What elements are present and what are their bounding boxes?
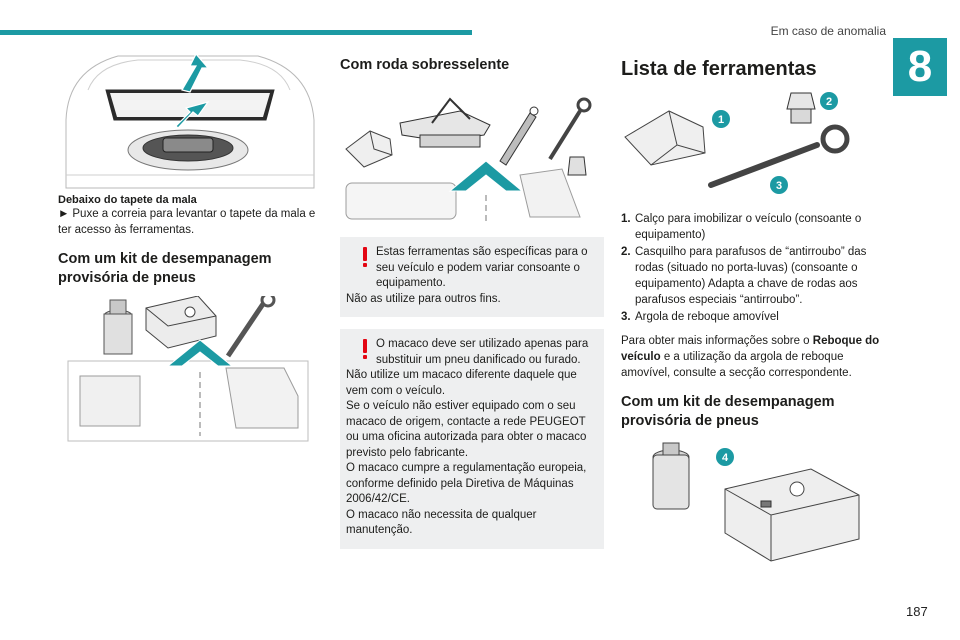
running-header: Em caso de anomalia: [770, 24, 886, 38]
socket: [786, 92, 816, 110]
warning-icon: [363, 339, 367, 359]
trunk-floor-illustration: [65, 52, 315, 189]
tool-list-illustration: 1 2 3: [624, 92, 850, 194]
socket: [567, 156, 587, 176]
svg-text:2: 2: [826, 96, 832, 108]
wheel-chock: [624, 110, 706, 166]
wheel-chock: [345, 130, 393, 168]
page-number: 187: [906, 604, 928, 619]
list-item: 1.Calço para imobilizar o veículo (conso…: [621, 213, 862, 241]
warning-text: O macaco deve ser utilizado apenas para …: [376, 338, 589, 366]
callout-3: [770, 176, 788, 194]
chapter-badge: 8: [893, 38, 947, 96]
middle-column: Com roda sobresselente Estas ferramentas…: [340, 50, 604, 549]
warning-text: Não as utilize para outros fins.: [346, 292, 501, 305]
arrow-up-icon: [166, 339, 234, 367]
warning-icon: [363, 247, 367, 267]
svg-text:4: 4: [722, 452, 729, 464]
compressor: [724, 468, 860, 562]
callout-4: [716, 448, 734, 466]
compressor: [145, 296, 217, 349]
tow-eye: [225, 302, 266, 358]
warning-text: O macaco não necessita de qualquer manut…: [346, 508, 537, 537]
cross-reference: Reboque do veículo: [621, 335, 880, 363]
warning-box: O macaco deve ser utilizado apenas para …: [340, 329, 604, 549]
tyre-repair-kit-illustration: [67, 296, 309, 442]
warning-text: Não utilize um macaco diferente daquele …: [346, 369, 577, 397]
svg-text:1: 1: [718, 114, 724, 126]
bullet-arrow-icon: ►: [58, 208, 70, 220]
header-accent-bar: [0, 30, 472, 35]
warning-text: Se o veículo não estiver equipado com o …: [346, 400, 587, 459]
caption-title: Debaixo do tapete da mala: [58, 194, 197, 206]
callout-1: [712, 110, 730, 128]
tow-eye: [548, 109, 582, 161]
arrow-up-icon: [181, 52, 210, 93]
car-jack: [399, 110, 491, 142]
section-heading: Com um kit de desempanagem provisória de…: [58, 251, 272, 286]
spare-wheel-tools-illustration: [345, 97, 592, 223]
info-paragraph: Para obter mais informações sobre o Rebo…: [621, 335, 880, 379]
caption-text: ►Puxe a correia para levantar o tapete d…: [58, 208, 316, 236]
warning-text: Estas ferramentas são específicas para o…: [376, 246, 588, 289]
right-column: Lista de ferramentas 1 2 3 1.Calço para …: [621, 50, 885, 569]
section-heading: Com roda sobresselente: [340, 57, 510, 73]
svg-text:3: 3: [776, 180, 782, 192]
left-column: Debaixo do tapete da mala ►Puxe a correi…: [58, 50, 320, 446]
warning-box: Estas ferramentas são específicas para o…: [340, 237, 604, 317]
tool-list: 1.Calço para imobilizar o veículo (conso…: [621, 211, 885, 325]
wheel-brace: [499, 112, 537, 166]
callout-2: [820, 92, 838, 110]
tyre-repair-kit-illustration: 4: [652, 442, 860, 562]
list-item: 3.Argola de reboque amovível: [621, 311, 779, 323]
warning-text: O macaco cumpre a regulamentação europei…: [346, 462, 587, 505]
section-heading: Com um kit de desempanagem provisória de…: [621, 394, 835, 429]
tow-eye: [708, 142, 820, 188]
list-item: 2.Casquilho para parafusos de “antirroub…: [621, 246, 867, 306]
arrow-up-icon: [448, 160, 524, 192]
section-heading: Lista de ferramentas: [621, 58, 817, 80]
